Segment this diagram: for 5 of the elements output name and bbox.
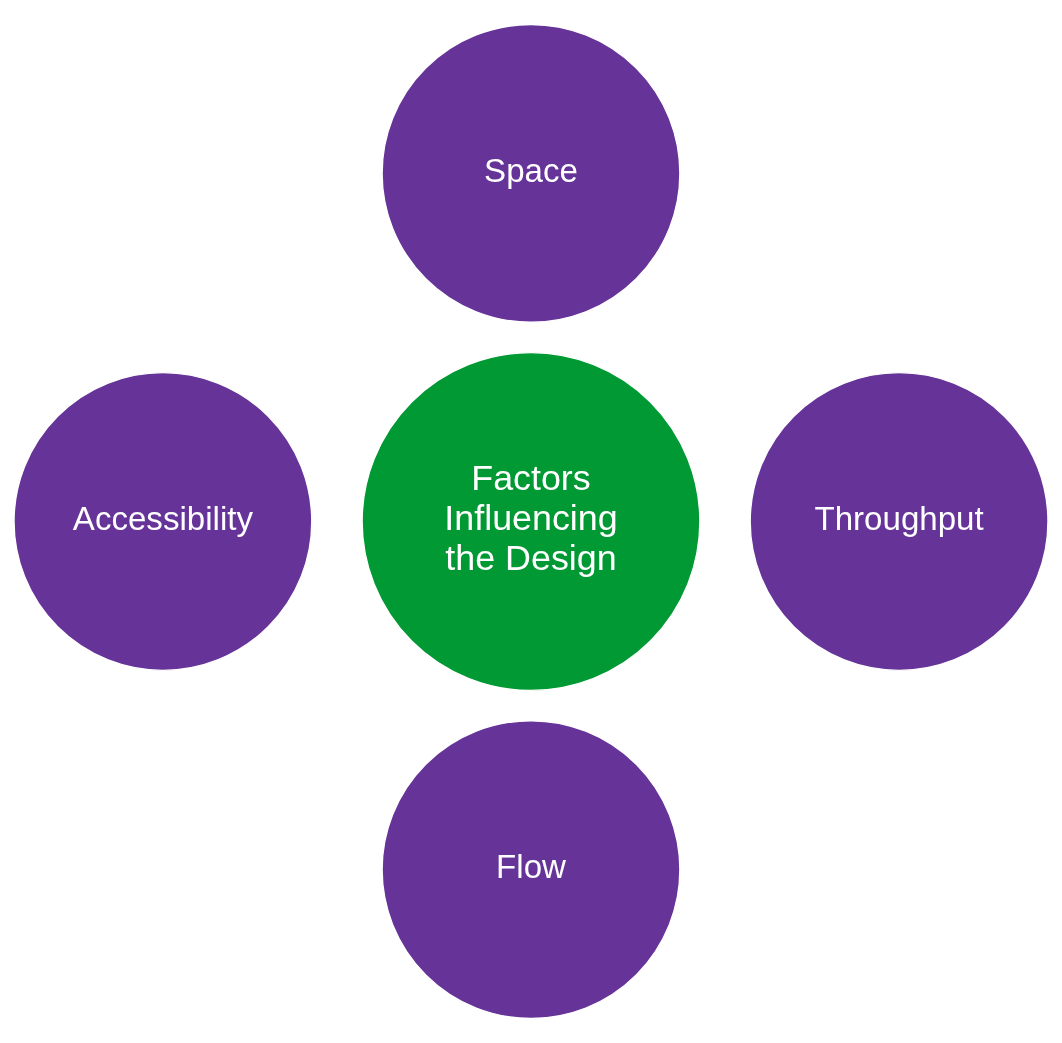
node-circle: Throughput xyxy=(749,371,1049,672)
node-circle: Accessibility xyxy=(13,371,313,672)
node-circle: Flow xyxy=(381,720,681,1020)
node-circle: Factors Influencing the Design xyxy=(361,351,701,692)
node-circle: Space xyxy=(381,23,681,323)
